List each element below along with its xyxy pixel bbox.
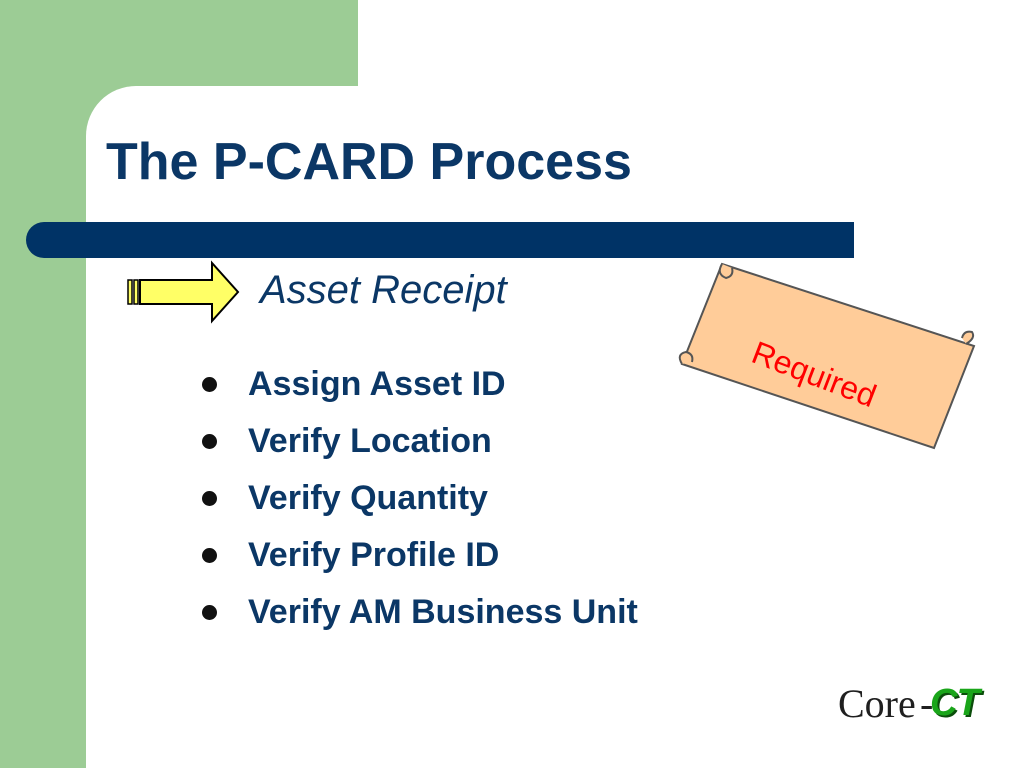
logo-core-text: Core xyxy=(838,681,916,726)
title-underline-bar xyxy=(26,222,854,258)
core-ct-logo: Core - CT xyxy=(836,676,996,732)
bullet-dot-icon xyxy=(202,491,217,506)
bullet-dot-icon xyxy=(202,548,217,563)
content-panel xyxy=(86,86,1024,768)
list-item-text: Verify Location xyxy=(248,422,492,460)
scroll-banner xyxy=(678,262,976,450)
list-item-text: Assign Asset ID xyxy=(248,365,506,403)
logo-ct-text: CT xyxy=(930,682,980,724)
bullet-dot-icon xyxy=(202,377,217,392)
page-title: The P-CARD Process xyxy=(106,133,632,191)
logo-hyphen: - xyxy=(920,681,934,726)
bullet-dot-icon xyxy=(202,434,217,449)
bullet-list: Assign Asset ID Verify Location Verify Q… xyxy=(200,356,638,641)
list-item: Assign Asset ID xyxy=(200,356,638,413)
section-subtitle: Asset Receipt xyxy=(260,268,507,312)
list-item-text: Verify Quantity xyxy=(248,479,488,517)
right-arrow-icon xyxy=(127,260,240,324)
bullet-dot-icon xyxy=(202,605,217,620)
list-item-text: Verify AM Business Unit xyxy=(248,593,638,631)
list-item-text: Verify Profile ID xyxy=(248,536,500,574)
list-item: Verify AM Business Unit xyxy=(200,584,638,641)
list-item: Verify Quantity xyxy=(200,470,638,527)
list-item: Verify Profile ID xyxy=(200,527,638,584)
list-item: Verify Location xyxy=(200,413,638,470)
